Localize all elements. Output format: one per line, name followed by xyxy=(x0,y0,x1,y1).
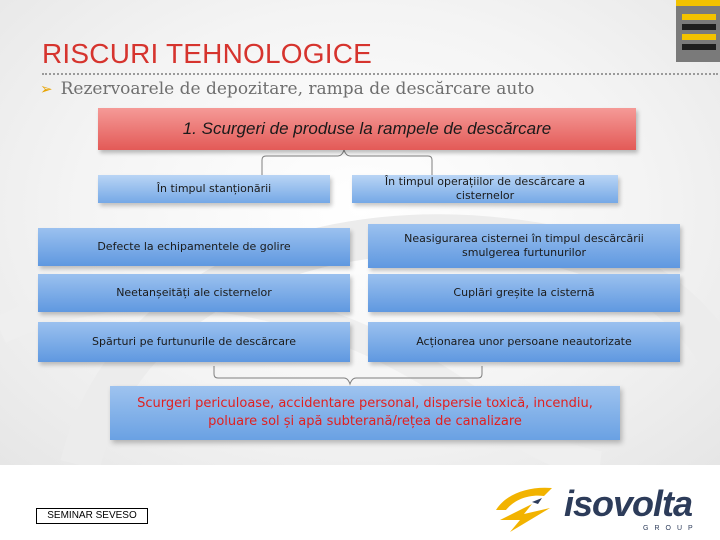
arrow-bullet-icon: ➢ xyxy=(40,80,53,98)
corner-brand-icon xyxy=(676,0,720,62)
left-item-3: Spărturi pe furtunurile de descărcare xyxy=(38,322,350,362)
left-header-box: În timpul stanționării xyxy=(98,175,330,203)
title-divider xyxy=(42,73,718,75)
isovolta-logo: isovolta GROUP xyxy=(488,470,714,538)
right-item-1: Neasigurarea cisternei în timpul descărc… xyxy=(368,224,680,268)
subtitle: ➢ Rezervoarele de depozitare, rampa de de… xyxy=(40,79,680,99)
subtitle-text: Rezervoarele de depozitare, rampa de des… xyxy=(60,79,535,99)
main-risk-box: 1. Scurgeri de produse la rampele de des… xyxy=(98,108,636,150)
right-item-2: Cuplări greșite la cisternă xyxy=(368,274,680,312)
logo-group-text: GROUP xyxy=(643,525,699,532)
right-header-box: În timpul operațiilor de descărcare a ci… xyxy=(352,175,618,203)
footer xyxy=(0,465,720,540)
consequences-box: Scurgeri periculoase, accidentare person… xyxy=(110,386,620,440)
logo-wordmark: isovolta xyxy=(564,483,693,524)
seminar-label: SEMINAR SEVESO xyxy=(36,508,148,524)
page-title: RISCURI TEHNOLOGICE xyxy=(42,38,372,69)
right-item-3: Acționarea unor persoane neautorizate xyxy=(368,322,680,362)
left-item-2: Neetanșeități ale cisternelor xyxy=(38,274,350,312)
lightning-icon xyxy=(496,487,552,532)
left-item-1: Defecte la echipamentele de golire xyxy=(38,228,350,266)
